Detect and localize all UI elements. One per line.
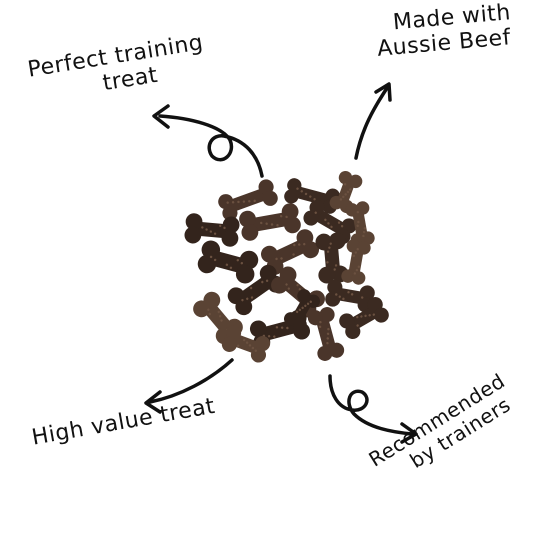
- treat-bone: [303, 199, 357, 245]
- treat-bone: [325, 279, 375, 313]
- treat-bone: [239, 203, 301, 241]
- treat-bone: [315, 232, 349, 284]
- arrow-top-right: [354, 86, 389, 160]
- arrowhead-bottom-left: [144, 390, 162, 414]
- arrowhead-top-right: [374, 82, 392, 102]
- treat-bone: [339, 296, 389, 340]
- arrow-bottom-right: [328, 374, 414, 436]
- arrowhead-bottom-right: [400, 422, 418, 444]
- treat-bone: [283, 289, 321, 331]
- treat-bone: [218, 179, 278, 221]
- treat-pile: [184, 170, 389, 363]
- arrow-bottom-left: [148, 358, 234, 404]
- treat-bone: [341, 239, 371, 285]
- arrow-top-left: [158, 114, 264, 178]
- treat-bone: [221, 325, 271, 363]
- treat-bone: [184, 213, 240, 247]
- arrowhead-top-left: [152, 104, 170, 129]
- treat-bone: [197, 240, 259, 284]
- treat-bone: [307, 307, 345, 361]
- treat-bone: [345, 201, 375, 247]
